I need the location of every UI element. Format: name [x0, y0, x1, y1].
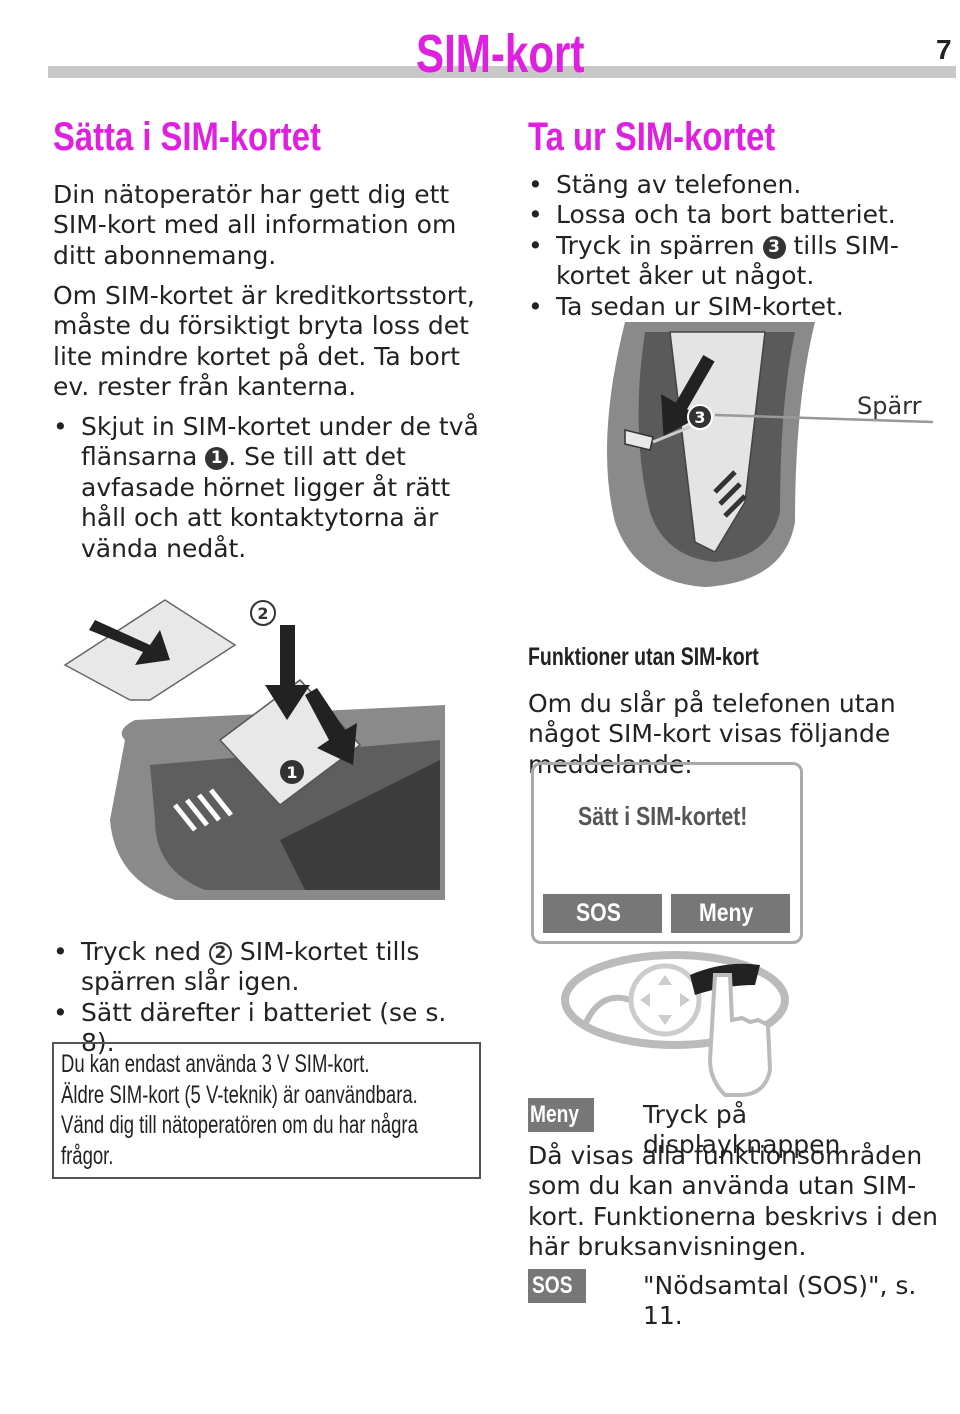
right-subheading: Funktioner utan SIM-kort: [528, 643, 759, 671]
note-box: Du kan endast använda 3 V SIM-kort. Äldr…: [52, 1042, 481, 1179]
list-item: Tryck ned 2 SIM-kortet tills spärren slå…: [53, 937, 483, 998]
sim-insert-illustration: 2 1: [63, 599, 445, 900]
note-line: Du kan endast använda 3 V SIM-kort.: [61, 1050, 370, 1078]
phone-display: Sätt i SIM-kortet! SOS Meny: [531, 762, 803, 944]
nav-left-icon: [640, 993, 650, 1007]
note-line: frågor.: [61, 1141, 114, 1170]
call-key-icon: [582, 994, 631, 1027]
nav-up-icon: [658, 975, 672, 985]
sim-remove-illustration: 3 Spärr: [607, 322, 934, 587]
page-title: SIM-kort: [416, 24, 585, 84]
list-item: Skjut in SIM-kortet under de två flänsar…: [53, 412, 483, 564]
meny-key-badge: Meny: [528, 1098, 594, 1132]
softkey-meny[interactable]: Meny: [671, 894, 790, 933]
left-bullets-top: Skjut in SIM-kortet under de två flänsar…: [53, 412, 483, 564]
list-item: Ta sedan ur SIM-kortet.: [528, 292, 928, 323]
callout-sparr: Spärr: [857, 392, 922, 420]
step-3-marker: 3: [762, 235, 786, 259]
sos-key-badge: SOS: [528, 1269, 586, 1303]
list-item: Stäng av telefonen.: [528, 170, 928, 201]
label-2: 2: [257, 604, 268, 623]
left-para-1: Din nätoperatör har gett dig ett SIM-kor…: [53, 180, 457, 270]
sos-key-desc: "Nödsamtal (SOS)", s. 11.: [643, 1271, 917, 1331]
display-message: Sätt i SIM-kortet!: [578, 801, 748, 831]
note-line: Äldre SIM-kort (5 V-teknik) är oanvändba…: [61, 1080, 418, 1109]
label-3: 3: [694, 408, 705, 427]
label-1: 1: [286, 763, 297, 782]
left-heading: Sätta i SIM-kortet: [53, 115, 321, 159]
note-line: Vänd dig till nätoperatören om du har nå…: [61, 1111, 418, 1139]
softkey-sos[interactable]: SOS: [543, 894, 662, 933]
right-para-2: Då visas alla funktionsområden som du ka…: [528, 1141, 938, 1262]
step-1-marker: 1: [205, 447, 229, 471]
page-number: 7: [936, 34, 952, 65]
left-bullets-bottom: Tryck ned 2 SIM-kortet tills spärren slå…: [53, 937, 483, 1059]
right-heading: Ta ur SIM-kortet: [528, 115, 776, 159]
nav-down-icon: [658, 1015, 672, 1025]
finger-icon: [707, 973, 773, 1097]
right-bullets: Stäng av telefonen. Lossa och ta bort ba…: [528, 170, 928, 322]
step-2-marker: 2: [208, 942, 232, 965]
left-para-2: Om SIM-kortet är kreditkortsstort, måste…: [53, 281, 475, 402]
list-item: Lossa och ta bort batteriet.: [528, 200, 928, 231]
header-bar: [48, 66, 956, 78]
nav-right-icon: [680, 993, 690, 1007]
meny-key-desc: Tryck på displayknappen.: [643, 1100, 849, 1160]
keypad-illustration: [561, 951, 789, 1097]
list-item: Tryck in spärren 3 tills SIM-kortet åker…: [528, 231, 928, 292]
